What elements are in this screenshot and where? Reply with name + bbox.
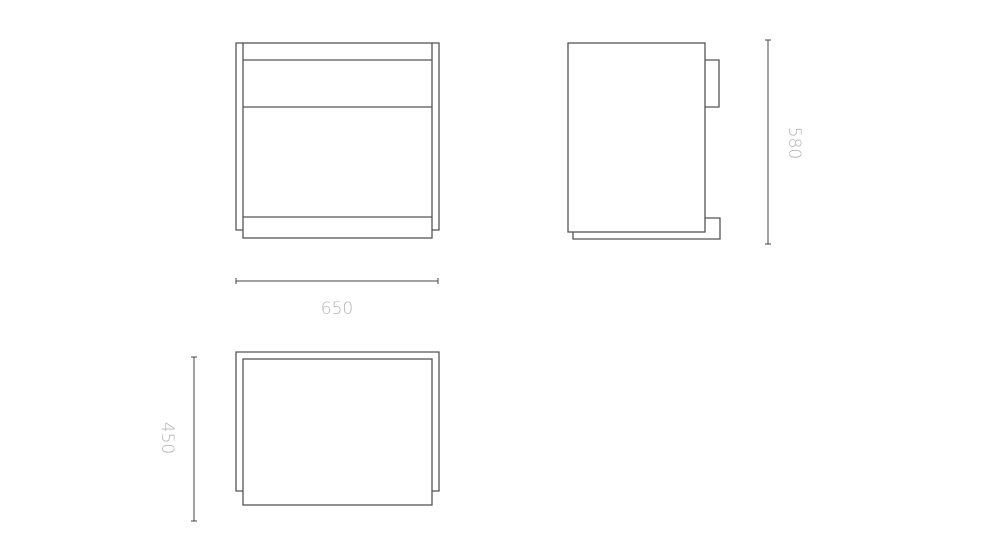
top-inner-body	[242, 358, 433, 506]
front-right-side-panel	[432, 42, 440, 231]
front-left-side-panel	[235, 42, 243, 231]
height-label: 580	[784, 127, 804, 159]
side-base	[572, 217, 721, 240]
front-body	[242, 42, 433, 239]
top-outer-frame	[235, 351, 440, 492]
front-view	[235, 42, 440, 239]
side-handle	[705, 59, 720, 108]
depth-label: 450	[157, 422, 177, 454]
top-view	[235, 351, 440, 506]
dimension-height: 580	[765, 39, 804, 245]
dimension-depth: 450	[157, 356, 197, 522]
dimension-width: 650	[235, 278, 439, 319]
side-body	[567, 42, 706, 233]
width-label: 650	[321, 299, 353, 319]
side-view	[567, 42, 721, 240]
